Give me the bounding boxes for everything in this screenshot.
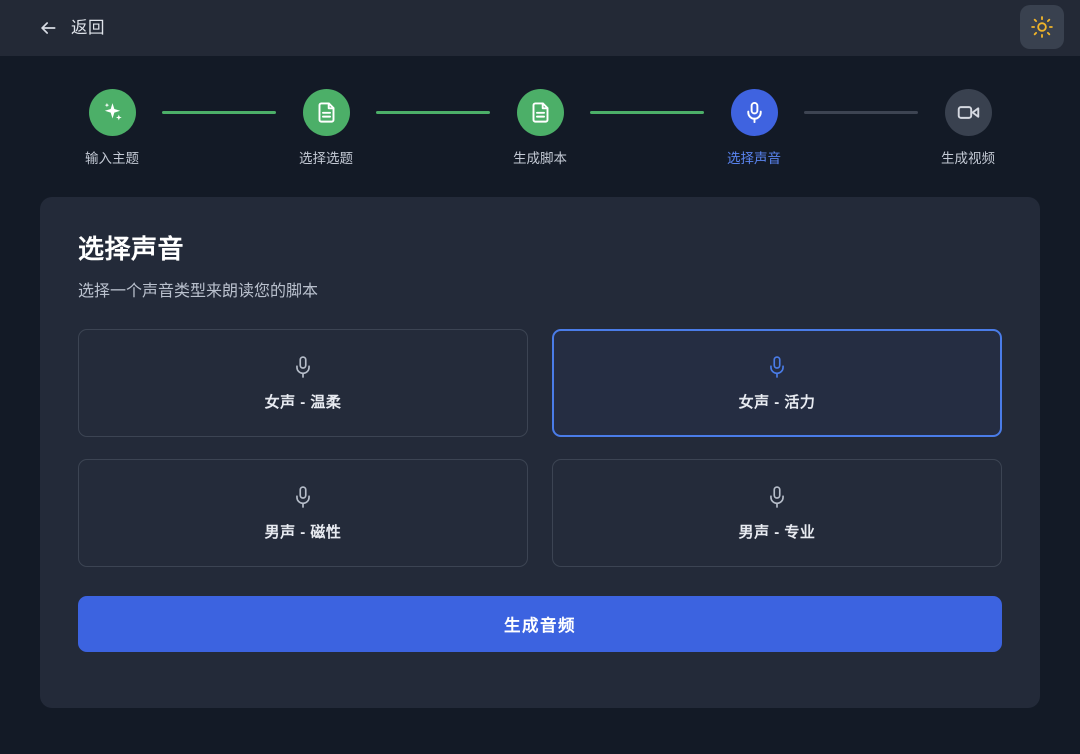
microphone-icon bbox=[766, 485, 788, 510]
step-circle-5 bbox=[944, 89, 992, 136]
step-item-select-topic[interactable]: 选择选题 bbox=[276, 89, 376, 166]
step-circle-1 bbox=[88, 89, 136, 136]
document-icon bbox=[315, 101, 338, 124]
voice-option-label: 男声 - 磁性 bbox=[264, 524, 342, 541]
step-item-select-voice[interactable]: 选择声音 bbox=[704, 89, 804, 166]
microphone-icon bbox=[292, 485, 314, 510]
step-label-1: 输入主题 bbox=[85, 151, 139, 166]
step-connector-2 bbox=[376, 111, 490, 114]
voice-selection-card: 选择声音 选择一个声音类型来朗读您的脚本 女声 - 温柔 bbox=[40, 196, 1040, 708]
back-button[interactable]: 返回 bbox=[34, 12, 109, 44]
voice-option-female-energetic[interactable]: 女声 - 活力 bbox=[552, 328, 1002, 437]
step-circle-3 bbox=[516, 89, 564, 136]
theme-toggle-button[interactable] bbox=[1020, 5, 1064, 49]
page-title: 选择声音 bbox=[78, 233, 185, 264]
voice-option-male-magnetic[interactable]: 男声 - 磁性 bbox=[78, 458, 528, 567]
voice-option-label: 男声 - 专业 bbox=[738, 524, 816, 541]
progress-stepper: 输入主题 选择选题 bbox=[62, 56, 1018, 166]
voice-option-label: 女声 - 温柔 bbox=[264, 394, 342, 411]
step-circle-2 bbox=[302, 89, 350, 136]
arrow-left-icon bbox=[38, 18, 58, 38]
step-connector-1 bbox=[162, 111, 276, 114]
sun-icon bbox=[1031, 16, 1053, 38]
voice-options-grid: 女声 - 温柔 女声 - 活力 男声 - 磁性 bbox=[78, 328, 1002, 567]
sparkles-icon bbox=[101, 101, 124, 124]
step-item-input-topic[interactable]: 输入主题 bbox=[62, 89, 162, 166]
step-item-generate-script[interactable]: 生成脚本 bbox=[490, 89, 590, 166]
microphone-icon bbox=[766, 355, 788, 380]
voice-option-male-professional[interactable]: 男声 - 专业 bbox=[552, 458, 1002, 567]
step-connector-4 bbox=[804, 111, 918, 114]
step-label-5: 生成视频 bbox=[941, 151, 995, 166]
document-icon bbox=[529, 101, 552, 124]
step-label-3: 生成脚本 bbox=[513, 151, 567, 166]
step-connector-3 bbox=[590, 111, 704, 114]
step-label-2: 选择选题 bbox=[299, 151, 353, 166]
microphone-icon bbox=[743, 101, 766, 124]
voice-option-label: 女声 - 活力 bbox=[738, 394, 816, 411]
voice-option-female-gentle[interactable]: 女声 - 温柔 bbox=[78, 328, 528, 437]
page-subtitle: 选择一个声音类型来朗读您的脚本 bbox=[78, 282, 319, 300]
top-bar: 返回 bbox=[0, 0, 1080, 56]
step-circle-4 bbox=[730, 89, 778, 136]
back-label: 返回 bbox=[71, 18, 105, 37]
generate-audio-button[interactable]: 生成音频 bbox=[78, 595, 1002, 652]
step-label-4: 选择声音 bbox=[727, 151, 781, 166]
microphone-icon bbox=[292, 355, 314, 380]
video-camera-icon bbox=[957, 101, 980, 124]
step-item-generate-video[interactable]: 生成视频 bbox=[918, 89, 1018, 166]
